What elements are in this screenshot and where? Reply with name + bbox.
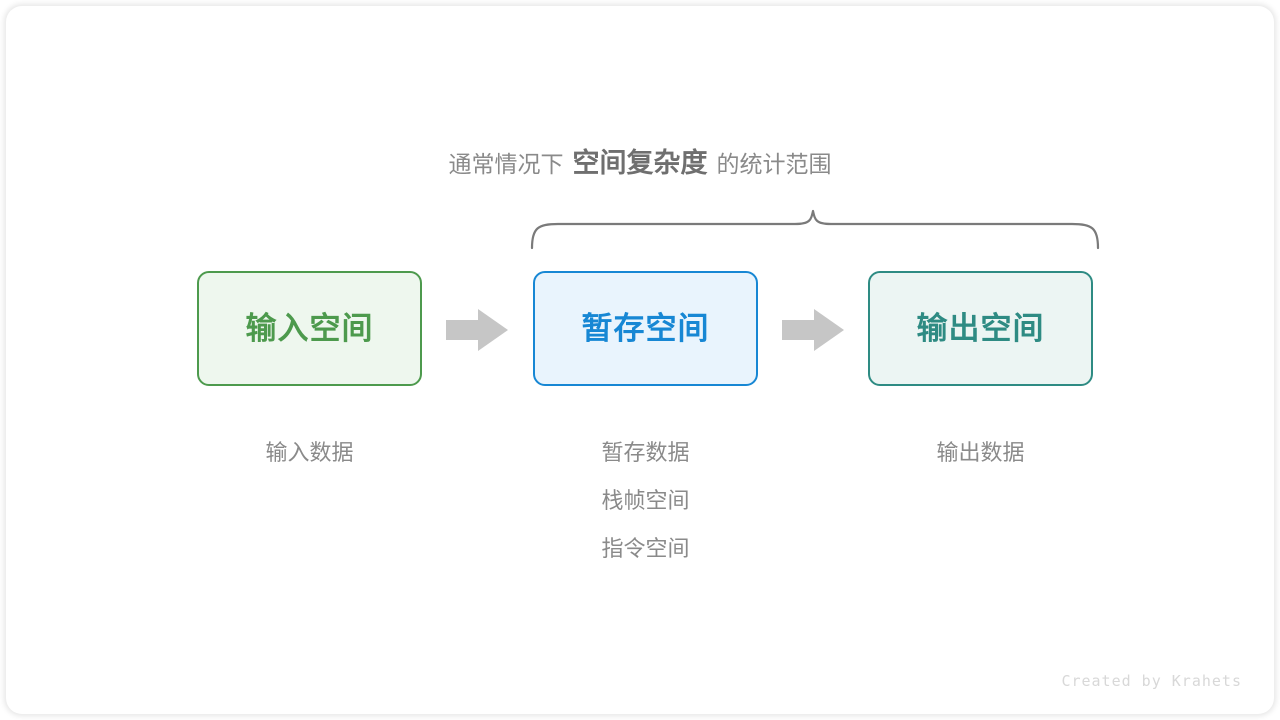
captions-temp: 暂存数据 栈帧空间 指令空间 bbox=[533, 429, 758, 573]
box-output-space-label: 输出空间 bbox=[916, 311, 1045, 346]
box-input-space-label: 输入空间 bbox=[245, 311, 374, 346]
caption-line: 输出数据 bbox=[936, 440, 1025, 465]
captions-output: 输出数据 bbox=[868, 429, 1093, 477]
credit-text: Created by Krahets bbox=[1061, 672, 1242, 690]
caption-line: 指令空间 bbox=[601, 536, 690, 561]
box-temp-space[interactable]: 暂存空间 bbox=[533, 271, 758, 386]
arrow-right-icon bbox=[782, 309, 844, 351]
diagram-heading: 通常情况下空间复杂度的统计范围 bbox=[6, 150, 1274, 177]
heading-prefix: 通常情况下 bbox=[448, 151, 564, 177]
curly-brace bbox=[530, 209, 1100, 250]
box-output-space[interactable]: 输出空间 bbox=[868, 271, 1093, 386]
box-temp-space-label: 暂存空间 bbox=[581, 311, 710, 346]
arrow-right-icon bbox=[446, 309, 508, 351]
captions-input: 输入数据 bbox=[197, 429, 422, 477]
diagram-canvas: 通常情况下空间复杂度的统计范围 输入空间 暂存空间 输出空间 输入数据 暂存数据… bbox=[6, 6, 1274, 714]
caption-line: 输入数据 bbox=[265, 440, 354, 465]
caption-line: 栈帧空间 bbox=[601, 488, 690, 513]
heading-emphasis: 空间复杂度 bbox=[572, 148, 708, 178]
box-input-space[interactable]: 输入空间 bbox=[197, 271, 422, 386]
heading-suffix: 的统计范围 bbox=[716, 151, 832, 177]
caption-line: 暂存数据 bbox=[601, 440, 690, 465]
